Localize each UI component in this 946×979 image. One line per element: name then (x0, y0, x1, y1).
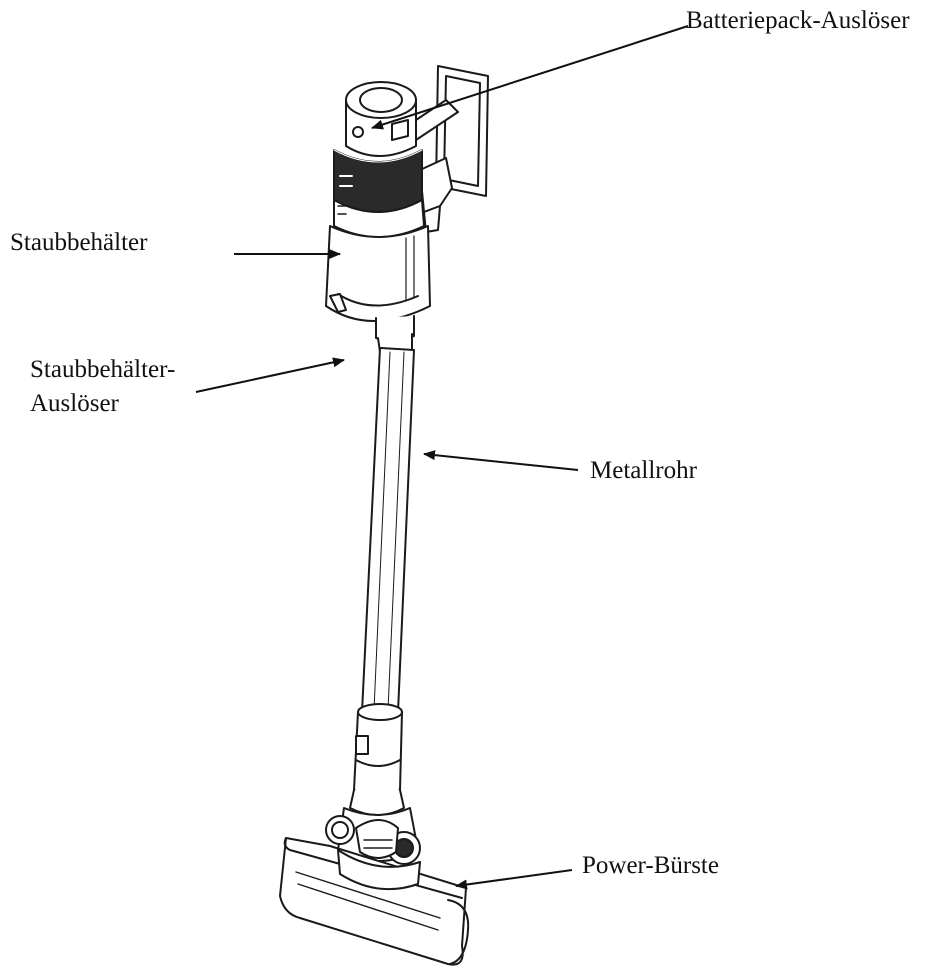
label-metal-tube: Metallrohr (590, 457, 697, 484)
arrow-battery-release (371, 25, 689, 130)
label-dustbin-release-line2: Auslöser (30, 390, 119, 417)
tube-connector (349, 703, 405, 816)
metal-tube (361, 347, 415, 713)
grip-band (333, 149, 423, 213)
label-dustbin: Staubbehälter (10, 229, 148, 256)
label-dustbin-release: Staubbehälter- Auslöser (30, 353, 175, 421)
label-power-brush: Power-Bürste (582, 852, 719, 879)
dustbin (325, 225, 431, 322)
power-brush (279, 837, 470, 966)
label-dustbin-release-line1: Staubbehälter- (30, 356, 176, 383)
label-battery-release: Batteriepack-Auslöser (686, 7, 910, 34)
motor-head (345, 81, 417, 157)
arrow-power-brush (455, 869, 573, 890)
arrow-dustbin-release (195, 357, 345, 393)
arrow-metal-tube (423, 450, 579, 471)
